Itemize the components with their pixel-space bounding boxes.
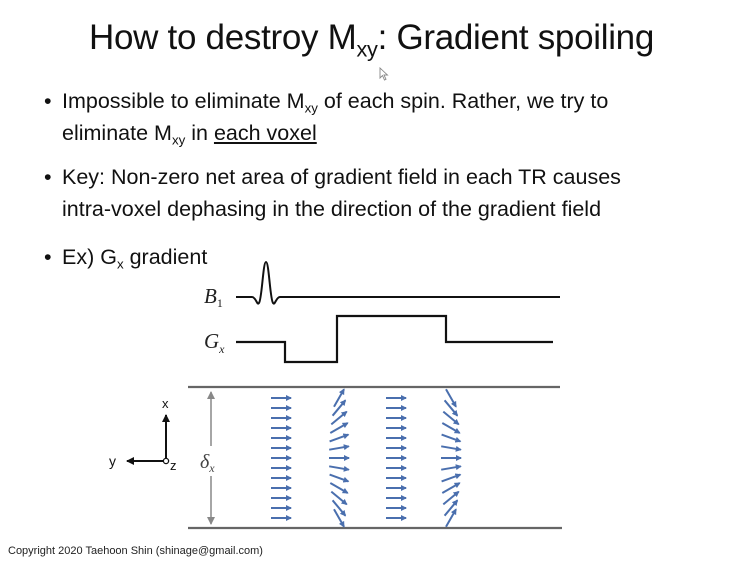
title-text: How to destroy M	[88, 18, 357, 57]
spin-arrow-icon	[442, 410, 460, 426]
bullet-2-line-1: Key: Non-zero net area of gradient field…	[62, 165, 621, 189]
text: in	[185, 121, 214, 145]
spin-arrow-icon	[331, 499, 347, 517]
bullet-2-line-2: intra-voxel dephasing in the direction o…	[62, 197, 602, 221]
spin-arrow-icon	[329, 473, 350, 483]
gx-label: Gx	[204, 329, 225, 356]
spin-arrow-icon	[441, 422, 461, 434]
spin-arrow-columns	[271, 388, 462, 528]
bullet-2: • Key: Non-zero net area of gradient fie…	[44, 161, 621, 225]
spin-arrow-icon	[333, 388, 345, 408]
y-axis-label: y	[109, 453, 116, 469]
slide-title: How to destroy Mxy: Gradient spoiling	[0, 18, 743, 60]
underlined-text: each voxel	[213, 121, 317, 145]
text: of each spin. Rather, we try to	[317, 89, 609, 113]
spin-arrow-icon	[330, 490, 348, 506]
spin-arrow-icon	[329, 433, 350, 443]
text: gradient	[123, 245, 208, 269]
spin-arrow-icon	[331, 399, 347, 417]
b1-rf-pulse-waveform	[236, 260, 560, 305]
text: Ex) G	[62, 245, 117, 269]
b1-label: B1	[204, 284, 223, 310]
copyright-footer: Copyright 2020 Taehoon Shin (shinage@gma…	[8, 545, 263, 557]
z-axis-label: z	[170, 458, 177, 473]
gx-gradient-waveform	[236, 314, 553, 364]
spin-arrow-icon	[445, 508, 457, 528]
spin-column-dephased-2	[441, 388, 462, 528]
title-subscript: xy	[356, 36, 378, 62]
spin-arrow-icon	[445, 388, 457, 408]
subscript: x	[116, 256, 124, 272]
text: eliminate M	[62, 121, 172, 145]
x-axis-label: x	[162, 396, 169, 411]
bullet-1-line-1: Impossible to eliminate Mxy of each spin…	[62, 85, 608, 117]
spin-arrow-icon	[329, 482, 349, 494]
spin-column-in-phase-1	[271, 395, 292, 521]
spin-arrow-icon	[441, 473, 462, 483]
spin-arrow-icon	[441, 433, 462, 443]
spin-arrow-icon	[329, 422, 349, 434]
spin-arrow-icon	[441, 482, 461, 494]
spin-arrow-icon	[330, 410, 348, 426]
spin-column-in-phase-2	[386, 395, 407, 521]
spin-arrow-icon	[442, 490, 460, 506]
spin-arrow-icon	[441, 464, 462, 471]
spin-arrow-icon	[333, 508, 345, 528]
bullet-dot: •	[44, 245, 52, 269]
coordinate-axes: x y z	[109, 396, 177, 473]
mouse-cursor-icon	[379, 67, 389, 81]
bullet-3-line-1: Ex) Gx gradient	[62, 241, 207, 273]
spin-arrow-icon	[329, 465, 350, 472]
bullet-3: • Ex) Gx gradient	[44, 241, 207, 273]
delta-x-label: δx	[200, 451, 215, 475]
spin-column-dephased-1	[329, 388, 350, 528]
bullet-dot: •	[44, 89, 52, 113]
spin-arrow-icon	[329, 444, 350, 451]
text: Impossible to eliminate M	[62, 89, 305, 113]
subscript: xy	[304, 100, 318, 116]
spin-arrow-icon	[443, 399, 459, 417]
bullet-1: • Impossible to eliminate Mxy of each sp…	[44, 85, 608, 149]
spin-arrow-icon	[441, 445, 462, 452]
title-text-suffix: : Gradient spoiling	[377, 18, 655, 57]
bullet-1-line-2: eliminate Mxy in each voxel	[62, 117, 608, 149]
bullet-dot: •	[44, 165, 52, 189]
spin-arrow-icon	[443, 499, 459, 517]
subscript: xy	[171, 132, 186, 148]
